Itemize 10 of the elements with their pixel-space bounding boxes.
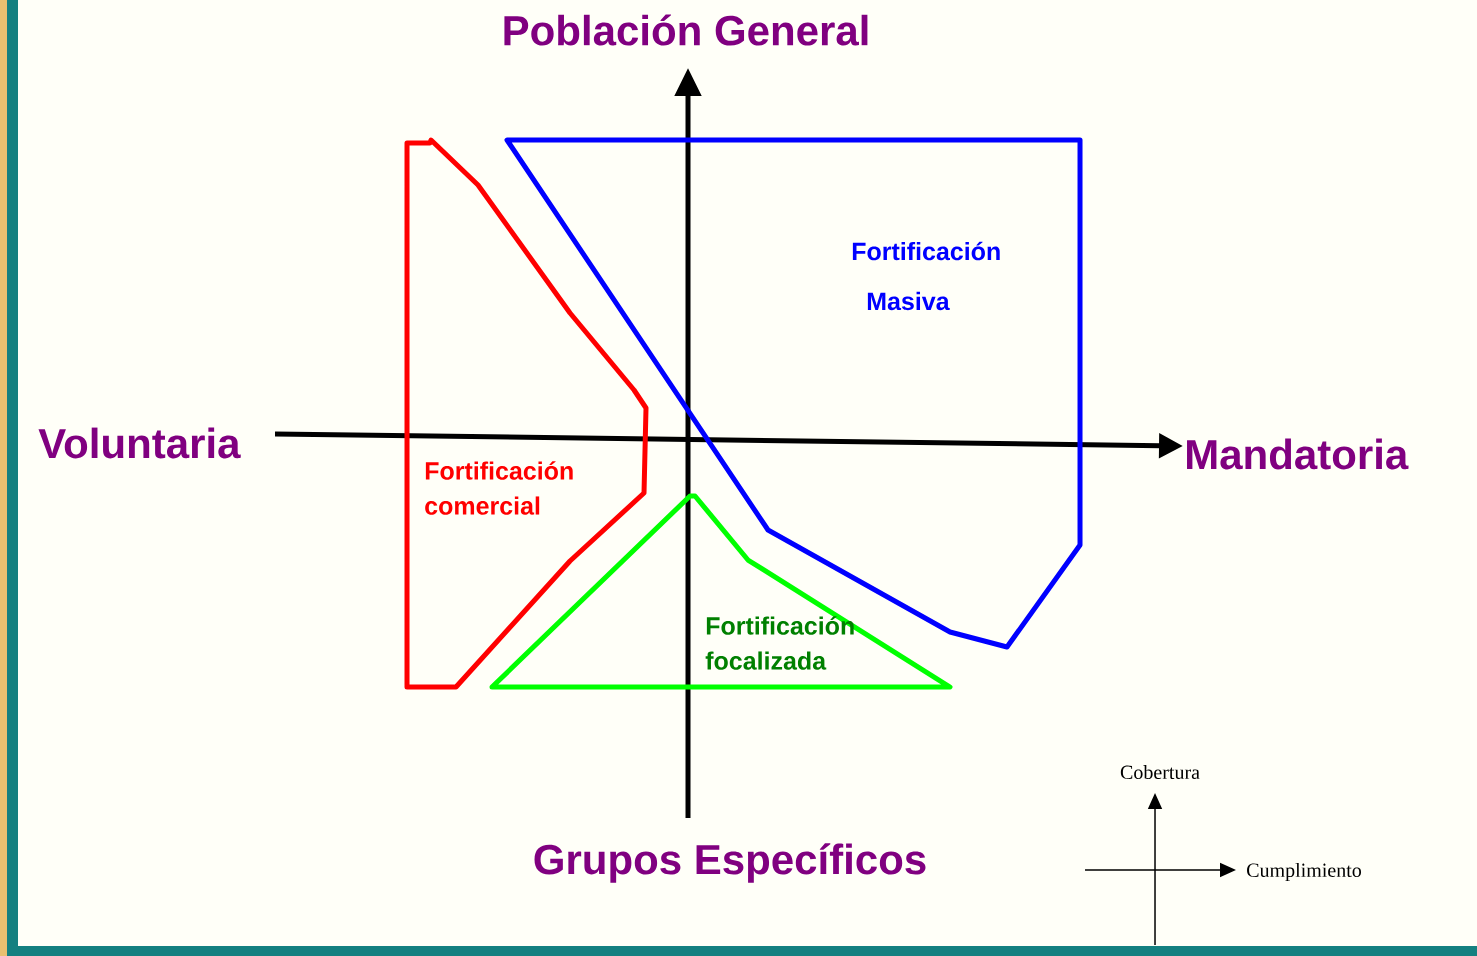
axis-label: Cumplimiento bbox=[1247, 862, 1362, 882]
axis-label: Grupos Específicos bbox=[534, 843, 926, 883]
region-label: Fortificación bbox=[852, 241, 1000, 261]
region-label: Fortificación comercial bbox=[425, 461, 573, 515]
axis-label: Mandatoria bbox=[1187, 438, 1409, 470]
axis-label: Cobertura bbox=[1120, 764, 1200, 780]
region-label: Masiva bbox=[867, 291, 950, 311]
region-label: Fortificación focalizada bbox=[705, 616, 854, 670]
axis-label: Población General bbox=[504, 14, 868, 46]
axis-label: Voluntaria bbox=[38, 427, 241, 459]
